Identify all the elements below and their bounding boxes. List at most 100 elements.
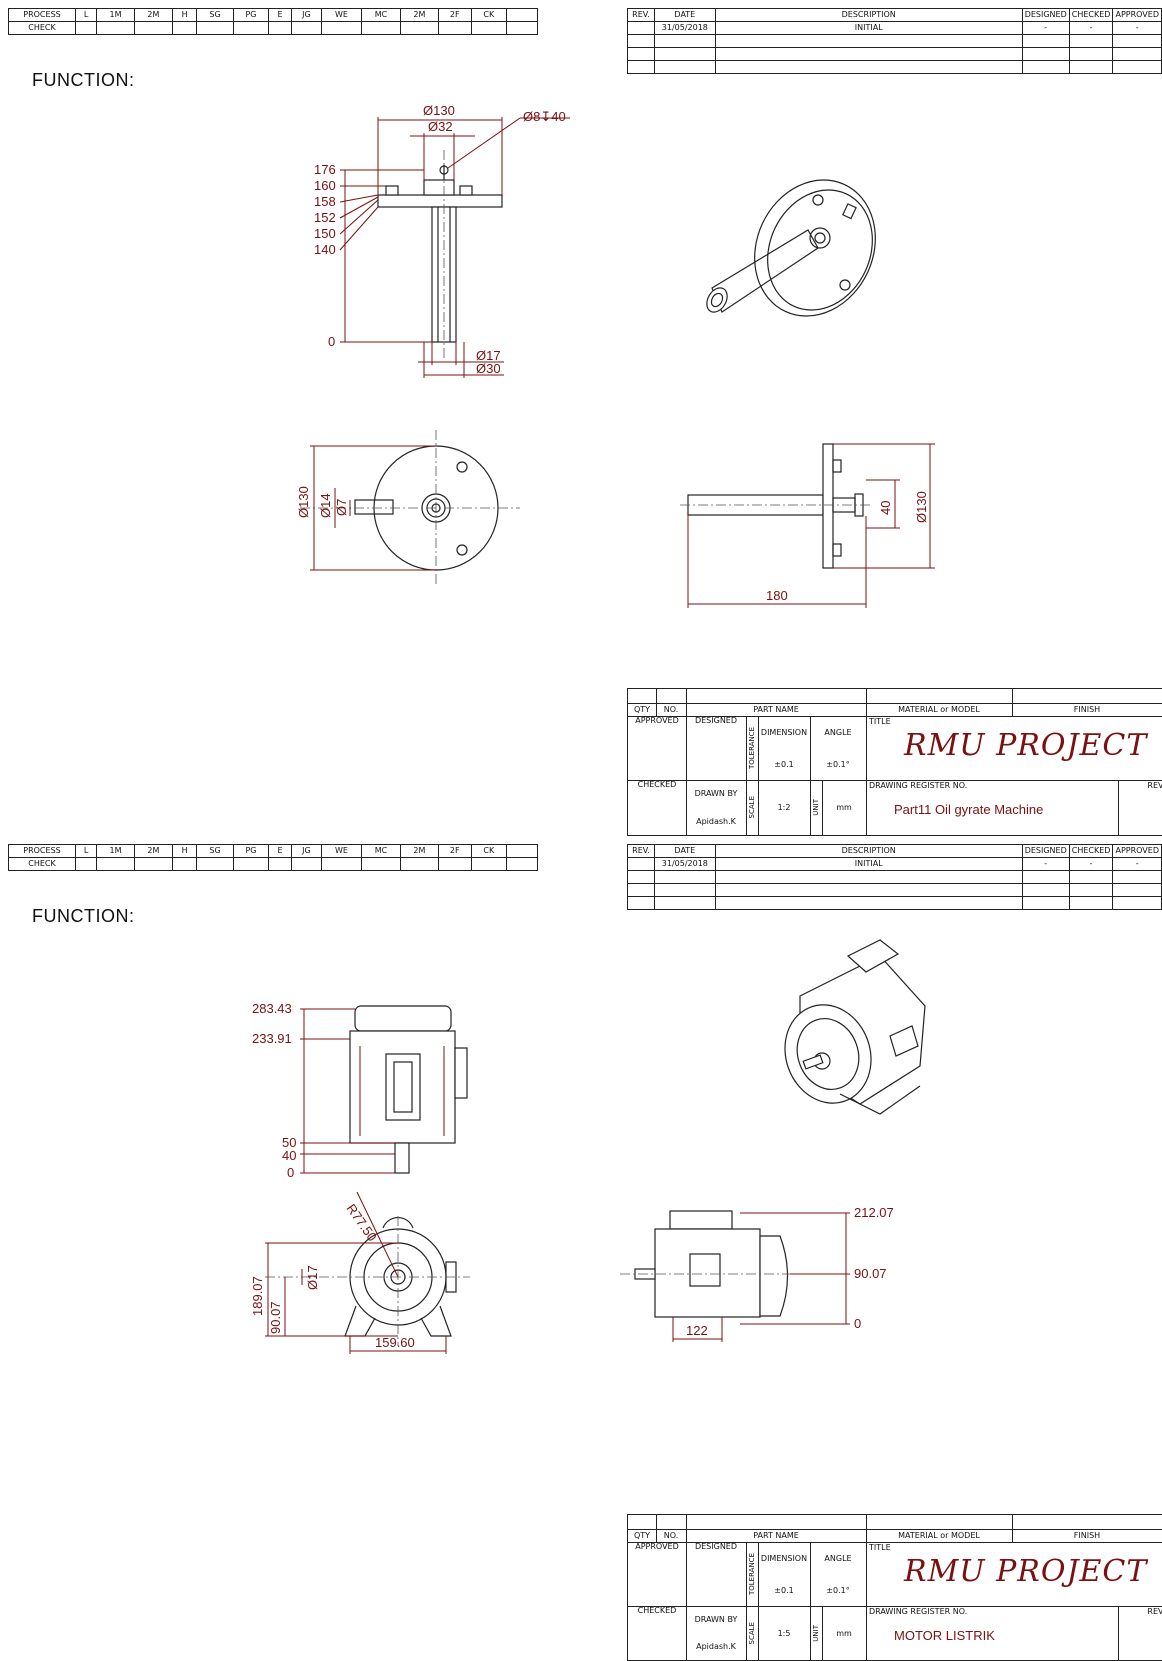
dim-text: 176 — [314, 162, 336, 177]
dim-text: 158 — [314, 194, 336, 209]
dim-text: Ø30 — [476, 361, 501, 376]
tb-cell — [686, 689, 867, 703]
unit-label: UNIT — [812, 799, 820, 816]
register-number: MOTOR LISTRIK — [894, 1628, 995, 1643]
angle-label: ANGLE — [824, 727, 852, 737]
dim-text: 180 — [766, 588, 788, 603]
process-cell: 2M — [399, 8, 439, 22]
hub-outline — [423, 179, 455, 196]
tb-cell — [1012, 1515, 1162, 1529]
side-bolt-hole — [456, 461, 468, 473]
iso-flange-inner — [767, 189, 873, 311]
check-cell — [290, 857, 322, 871]
rev-label: REV. — [1147, 1607, 1162, 1616]
iso-motor-front — [784, 1004, 872, 1104]
no-label: NO. — [656, 703, 687, 716]
tb-row-top — [628, 1515, 1162, 1530]
register-cell: DRAWING REGISTER NO. MOTOR LISTRIK — [866, 1606, 1119, 1660]
project-title: RMU PROJECT — [904, 728, 1148, 763]
rev-cell: REV. — [1112, 1606, 1162, 1660]
dim-text: 159.60 — [375, 1335, 415, 1350]
motor-isometric-view — [784, 939, 926, 1115]
tb-cell — [656, 689, 687, 703]
material-label: MATERIAL or MODEL — [866, 1529, 1013, 1542]
angle-tolerance: ±0.1° — [826, 759, 850, 769]
tb-cell — [866, 1515, 1013, 1529]
dimension-tolerance: ±0.1 — [774, 759, 794, 769]
check-cell — [399, 857, 439, 871]
unit-label: UNIT — [812, 1624, 820, 1642]
check-cell — [320, 857, 363, 871]
scale-label-cell: SCALE — [746, 780, 759, 835]
right-motor-endcap — [759, 1235, 789, 1317]
tb-cell — [656, 1515, 687, 1529]
approved-label: APPROVED — [628, 716, 687, 780]
tolerance-cell: TOLERANCE — [746, 716, 759, 780]
dim-leader — [339, 196, 379, 219]
dim-text: Ø130 — [423, 103, 455, 118]
drawing-sheet-motor: PROCESS L 1M 2M H SG PG E JG WE MC 2M 2F… — [0, 836, 1162, 1661]
title-label: TITLE — [869, 1543, 891, 1552]
drawn-by-label: DRAWN BY — [694, 1615, 738, 1624]
dim-text: Ø7 — [334, 499, 349, 516]
process-table: PROCESS L 1M 2M H SG PG E JG WE MC 2M 2F… — [8, 8, 538, 35]
bolt-head — [385, 185, 399, 196]
front-view: Ø130 Ø32 Ø8↧40 176 160 158 152 150 140 0… — [314, 103, 570, 378]
revision-header-row: REV. DATE DESCRIPTION DESIGNED CHECKED A… — [627, 844, 1162, 858]
dim-text: 0 — [854, 1316, 861, 1331]
dim-text: 0 — [328, 334, 335, 349]
motor-window — [385, 1053, 421, 1121]
title-block: QTY NO. PART NAME MATERIAL or MODEL FINI… — [627, 1514, 1162, 1661]
check-cell — [506, 857, 538, 871]
process-table: PROCESS L 1M 2M H SG PG E JG WE MC 2M 2F… — [8, 844, 538, 871]
unit-value: mm — [822, 1606, 867, 1660]
check-cell — [268, 21, 292, 35]
dim-text: Ø32 — [428, 119, 453, 134]
rev-empty-cell — [1112, 60, 1162, 74]
iso-motor-sidebox — [889, 1025, 919, 1057]
tolerance-label: TOLERANCE — [748, 726, 756, 770]
revision-row-empty — [627, 896, 1162, 910]
dimension-label: DIMENSION — [760, 727, 808, 737]
iso-motor-base — [839, 1085, 921, 1115]
iso-motor-bell — [796, 1018, 860, 1090]
check-cell — [506, 21, 538, 35]
rev-cell: REV. — [1112, 780, 1162, 835]
revision-row-empty — [627, 34, 1162, 48]
iso-flange — [754, 179, 876, 317]
iso-shaft — [711, 229, 819, 313]
side-screw — [354, 499, 394, 515]
revision-row-empty — [627, 60, 1162, 74]
dim-text: 233.91 — [252, 1031, 292, 1046]
isometric-view — [706, 179, 876, 317]
scale-value: 1:2 — [758, 780, 811, 835]
side-foot — [420, 1305, 452, 1337]
dim-text: Ø130 — [296, 486, 311, 518]
scale-label: SCALE — [748, 1621, 756, 1645]
rev-empty-cell — [1068, 60, 1114, 74]
part-name-label: PART NAME — [686, 1529, 867, 1542]
tb-row-middle: APPROVED DESIGNED TOLERANCE DIMENSION±0.… — [628, 716, 1162, 781]
title-cell: TITLE RMU PROJECT — [866, 716, 1162, 780]
finish-label: FINISH — [1012, 1529, 1162, 1542]
title-block: QTY NO. PART NAME MATERIAL or MODEL FINI… — [627, 688, 1162, 836]
iso-bolt — [839, 279, 851, 291]
qty-label: QTY — [628, 703, 657, 716]
check-cell — [74, 857, 98, 871]
designed-label: DESIGNED — [686, 1542, 747, 1606]
check-cell — [133, 857, 173, 871]
tb-row-middle: APPROVED DESIGNED TOLERANCE DIMENSION±0.… — [628, 1542, 1162, 1607]
angle-label: ANGLE — [824, 1553, 852, 1563]
process-header-row: PROCESS L 1M 2M H SG PG E JG WE MC 2M 2F… — [8, 8, 538, 22]
check-cell — [361, 21, 401, 35]
dim-leader — [339, 194, 379, 203]
tb-cell — [866, 689, 1013, 703]
dim-text: Ø17 — [476, 348, 501, 363]
function-label: FUNCTION: — [32, 70, 135, 90]
dim-leader — [339, 199, 379, 235]
checked-label: CHECKED — [628, 780, 687, 835]
motor-terminal-box — [354, 1005, 452, 1032]
motor-side-box — [454, 1047, 468, 1099]
revision-table: REV. DATE DESCRIPTION DESIGNED CHECKED A… — [627, 844, 1162, 910]
